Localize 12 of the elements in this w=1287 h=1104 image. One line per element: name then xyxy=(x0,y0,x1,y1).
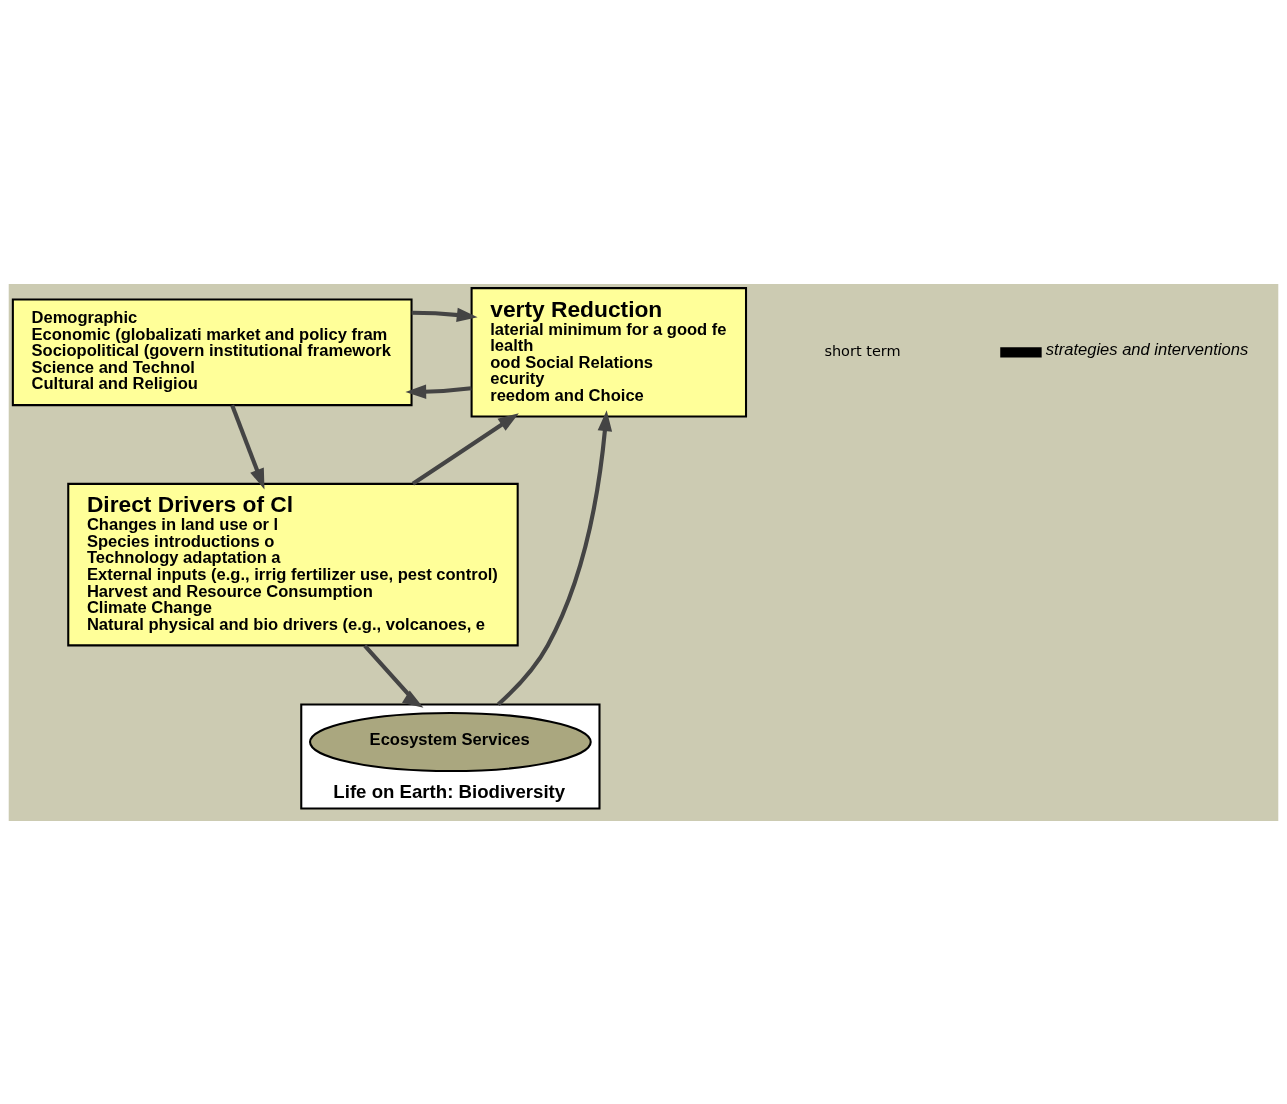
legend-label: strategies and interventions xyxy=(1045,339,1249,359)
node-box: verty Reduction laterial minimum for a good fe lealth ood Social Relations ecurity reedom and Choice xyxy=(470,286,748,418)
arrow xyxy=(411,307,478,322)
label: short term xyxy=(824,342,901,359)
arrow xyxy=(405,383,472,399)
arrow xyxy=(411,412,519,485)
node-ellipse: Ecosystem Services xyxy=(309,711,592,772)
node-box: Direct Drivers of Cl Changes in land use or l Species introductions o Technology adaptation a External inputs (e.g., irrig fertilizer use, pest control) Harvest and Resource Consumption Climate Change Natural physical and bio drivers (e.g., volcanoes, e xyxy=(67,482,519,646)
arrow xyxy=(230,404,265,489)
arrow xyxy=(363,643,424,708)
arrow xyxy=(496,409,613,706)
node-box: Demographic Economic (globalizati market and policy fram Sociopolitical (govern institutional framework Science and Technol Cultural and Religiou xyxy=(11,298,413,406)
